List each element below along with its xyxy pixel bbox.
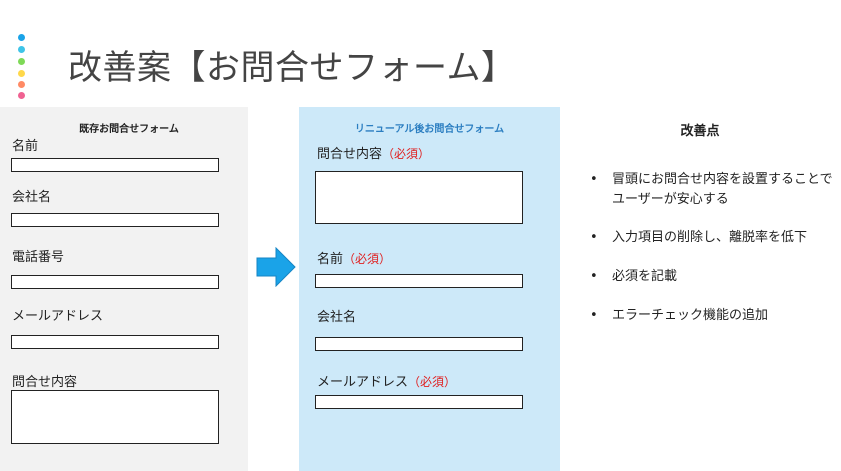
bullet-mark: • <box>590 172 598 187</box>
required-mark: （必須） <box>382 147 431 161</box>
old-phone-input[interactable] <box>11 275 219 289</box>
new-field-label-email-text: メールアドレス <box>317 375 409 390</box>
old-field-label-company: 会社名 <box>12 190 52 205</box>
old-form-heading: 既存お問合せフォーム <box>79 124 179 135</box>
new-field-label-inquiry: 問合せ内容（必須） <box>317 143 430 162</box>
new-inquiry-textarea[interactable] <box>315 171 523 224</box>
bullet-mark: • <box>590 269 598 284</box>
improvement-text: 冒頭にお問合せ内容を設置することでユーザーが安心する <box>612 172 833 207</box>
new-form-panel: リニューアル後お問合せフォーム 問合せ内容（必須） 名前（必須） 会社名 メール… <box>299 107 560 471</box>
accent-dot-5 <box>18 81 25 88</box>
bullet-mark: • <box>590 230 598 245</box>
accent-dot-3 <box>18 58 25 65</box>
old-form-panel: 既存お問合せフォーム 名前 会社名 電話番号 メールアドレス 問合せ内容 <box>0 107 248 471</box>
new-form-heading: リニューアル後お問合せフォーム <box>354 124 505 135</box>
old-company-input[interactable] <box>11 213 219 227</box>
required-mark: （必須） <box>408 375 457 389</box>
required-mark: （必須） <box>343 252 392 266</box>
accent-dot-1 <box>18 34 25 41</box>
improvement-text: 必須を記載 <box>612 269 678 284</box>
right-arrow-icon <box>256 247 296 287</box>
new-field-label-company: 会社名 <box>317 306 356 325</box>
new-field-label-inquiry-text: 問合せ内容 <box>317 147 383 162</box>
new-field-label-company-text: 会社名 <box>317 310 357 325</box>
new-company-input[interactable] <box>315 337 523 351</box>
accent-dot-4 <box>18 70 25 77</box>
new-field-label-name: 名前（必須） <box>317 248 391 267</box>
accent-dot-6 <box>18 92 25 99</box>
improvements-heading: 改善点 <box>680 124 720 139</box>
new-name-input[interactable] <box>315 274 523 288</box>
new-field-label-email: メールアドレス（必須） <box>317 371 456 390</box>
improvement-text: エラーチェック機能の追加 <box>612 308 769 323</box>
old-field-label-phone: 電話番号 <box>12 250 65 265</box>
improvement-text: 入力項目の削除し、離脱率を低下 <box>612 230 808 245</box>
new-field-label-name-text: 名前 <box>317 252 344 267</box>
old-email-input[interactable] <box>11 335 219 349</box>
old-field-label-inquiry: 問合せ内容 <box>12 375 78 390</box>
accent-dot-2 <box>18 46 25 53</box>
old-inquiry-textarea[interactable] <box>11 390 219 444</box>
old-field-label-email: メールアドレス <box>12 309 104 324</box>
slide-title: 改善案【お問合せフォーム】 <box>68 48 516 88</box>
bullet-mark: • <box>590 308 598 323</box>
new-email-input[interactable] <box>315 395 523 409</box>
old-name-input[interactable] <box>11 158 219 172</box>
old-field-label-name: 名前 <box>12 139 39 154</box>
